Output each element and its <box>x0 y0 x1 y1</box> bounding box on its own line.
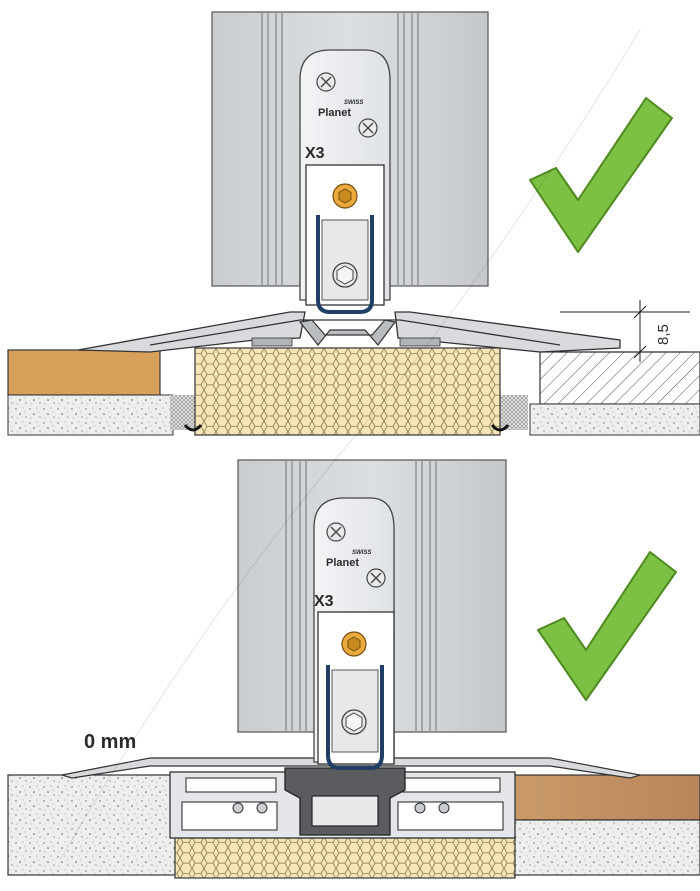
hex-bolt-icon <box>341 631 367 657</box>
concrete-screed-right <box>529 403 700 436</box>
door-grooves-bottom <box>285 460 437 732</box>
brand-label: Planet <box>318 107 351 119</box>
cover-strip <box>61 757 641 779</box>
screw-icon <box>366 568 386 588</box>
insulation-bottom <box>174 837 516 879</box>
concrete-floor-left <box>7 774 181 876</box>
door-grooves-top <box>261 12 419 286</box>
joint-mesh-left <box>170 395 195 430</box>
watermark <box>59 29 641 861</box>
joint-mesh-right <box>500 395 528 430</box>
nut-icon <box>332 262 358 288</box>
clearance-label: 0 mm <box>84 731 136 753</box>
threshold-bridge <box>149 319 561 346</box>
model-label: X3 <box>314 593 334 610</box>
drop-seal-bottom <box>326 665 384 770</box>
brand-small-label: SWISS <box>352 550 371 556</box>
check-mark-icon <box>537 551 677 701</box>
wood-floor-left <box>7 349 161 396</box>
drop-seal-top <box>316 215 374 314</box>
model-label: X3 <box>305 145 325 162</box>
brand-small-label: SWISS <box>344 100 363 106</box>
dimension-label: 8,5 <box>655 324 672 345</box>
check-mark-icon <box>529 97 673 253</box>
clip-base-right <box>399 337 441 347</box>
top-panel: SWISS Planet X3 8,5 <box>7 11 700 436</box>
screw-icon <box>316 72 336 92</box>
screw-icon <box>358 118 378 138</box>
nut-icon <box>341 709 367 735</box>
tile-floor-right <box>539 351 700 405</box>
threshold-clip <box>298 319 397 346</box>
hex-bolt-icon <box>332 183 358 209</box>
concrete-floor-right <box>511 819 700 876</box>
wood-floor-right <box>511 774 700 821</box>
screw-icon <box>326 522 346 542</box>
concrete-screed-left <box>7 394 174 436</box>
brand-label: Planet <box>326 557 359 569</box>
bottom-panel: SWISS Planet X3 0 mm <box>7 459 700 879</box>
clip-base-left <box>251 337 293 347</box>
seal-rail <box>321 219 369 301</box>
dimension-annotation <box>560 300 690 362</box>
gasket-left <box>183 424 203 432</box>
profile-hooks <box>232 802 450 814</box>
centre-insert-cavity <box>311 795 379 827</box>
gasket-right <box>490 424 510 432</box>
insulation-top <box>194 347 501 436</box>
